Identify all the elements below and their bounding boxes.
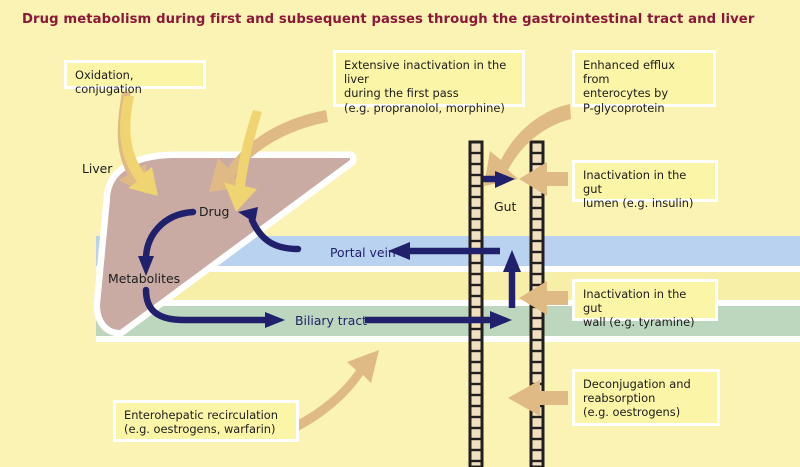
navy-arrow-portal-to-drug [248, 216, 302, 253]
band-bottom-edge [96, 336, 800, 342]
navy-arrowhead-to-biliary [265, 312, 285, 328]
label-drug: Drug [199, 204, 230, 219]
navy-arrow-metabolites-to-biliary [142, 286, 272, 324]
label-portal-vein: Portal vein [330, 245, 396, 260]
navy-arrowhead-portal-vein-left [388, 242, 410, 260]
navy-arrowhead-gut-up [503, 250, 521, 272]
page-title: Drug metabolism during first and subsequ… [22, 12, 755, 27]
tan-arrow-inactivation-liver [209, 110, 328, 192]
tan-arrow-enterohepatic [290, 350, 379, 433]
label-biliary-tract: Biliary tract [295, 313, 368, 328]
callout-oxidation-conjugation: Oxidation, conjugation [64, 60, 206, 96]
tan-arrow-gut-wall [519, 281, 568, 315]
yellow-arrows [120, 96, 262, 212]
navy-arrows [138, 171, 521, 329]
callout-enhanced-efflux: Enhanced efflux from enterocytes by P-gl… [572, 50, 716, 115]
tan-arrow-efflux [484, 104, 571, 186]
callout-extensive-inactivation-liver: Extensive inactivation in the liver duri… [333, 50, 525, 115]
band-separator-lower [96, 300, 800, 306]
tan-arrow-gut-lumen [519, 162, 568, 196]
band-separator-upper [96, 266, 800, 272]
navy-arrowhead-to-drug [238, 207, 258, 223]
navy-arrowhead-biliary-right [490, 311, 512, 329]
navy-arrow-metabolites-from-drug [142, 208, 197, 266]
callout-enterohepatic-recirculation: Enterohepatic recirculation (e.g. oestro… [113, 400, 299, 442]
gut-wall-left [468, 140, 484, 467]
callout-deconjugation-reabsorption: Deconjugation and reabsorption (e.g. oes… [572, 369, 720, 426]
tan-arrow-deconjugation [508, 380, 568, 416]
vessel-bands [96, 236, 800, 342]
liver-body [100, 158, 350, 330]
label-liver: Liver [82, 161, 113, 176]
yellow-arrow-right-into-liver [224, 110, 262, 212]
navy-arrowhead-gut-entry [495, 171, 515, 188]
callout-inactivation-gut-lumen: Inactivation in the gut lumen (e.g. insu… [572, 160, 718, 210]
label-metabolites: Metabolites [108, 271, 181, 286]
yellow-arrow-left-into-liver [120, 96, 158, 196]
liver-organ [93, 151, 357, 337]
callout-inactivation-gut-wall: Inactivation in the gut wall (e.g. tyram… [572, 279, 718, 329]
label-gut: Gut [494, 199, 517, 214]
navy-arrowhead-to-metabolites [138, 256, 154, 276]
